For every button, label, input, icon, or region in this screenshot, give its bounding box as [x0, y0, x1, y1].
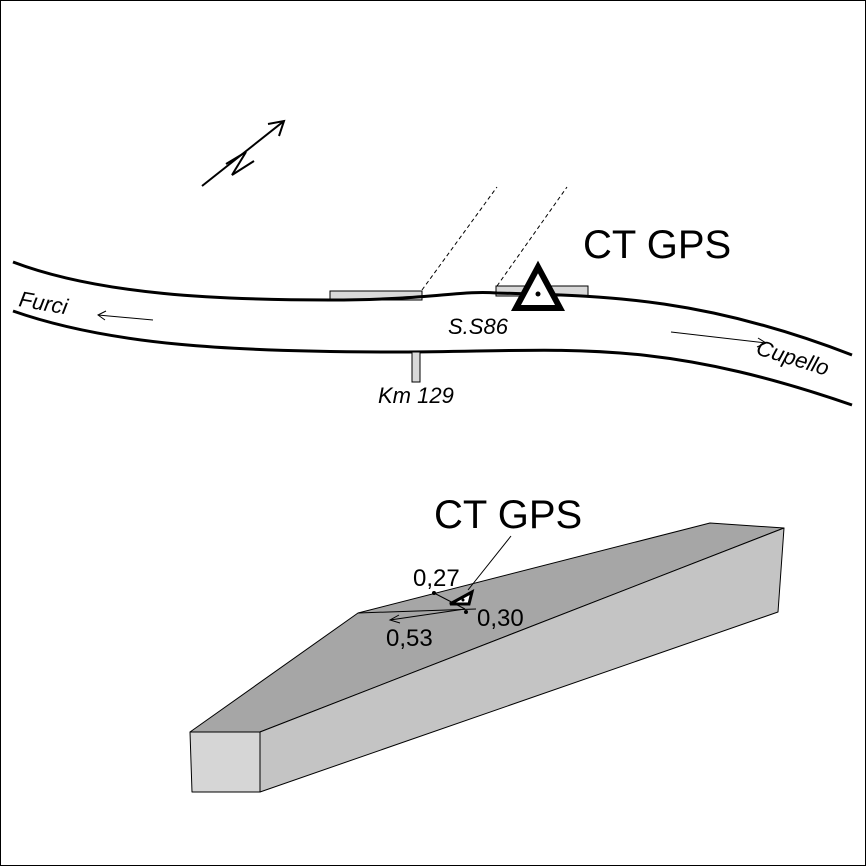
km-marker-label: Km 129	[378, 383, 454, 408]
dimension-lines	[388, 535, 512, 624]
arrow-east-icon	[670, 331, 768, 348]
east-town-label: Cupello	[754, 335, 833, 381]
dim-point-top	[432, 591, 436, 595]
dim-point-right	[464, 610, 468, 614]
concrete-block	[189, 522, 785, 793]
map-station-label: CT GPS	[583, 223, 731, 267]
road-edge-south	[12, 309, 853, 407]
dimension-top-label: 0,27	[413, 565, 460, 592]
block-end-face	[189, 731, 261, 793]
km-post	[411, 351, 421, 383]
dimension-left-label: 0,53	[386, 625, 433, 652]
gps-station-triangle-icon	[510, 260, 566, 311]
arrow-west-icon	[97, 310, 154, 321]
sight-lines	[421, 186, 568, 291]
road-edge-north	[12, 260, 853, 357]
detail-gps-triangle-icon	[449, 589, 475, 606]
dimension-right-label: 0,30	[477, 605, 524, 632]
north-arrow-icon	[201, 119, 286, 187]
road-name-label: S.S86	[448, 314, 509, 339]
detail-station-label: CT GPS	[434, 493, 582, 537]
